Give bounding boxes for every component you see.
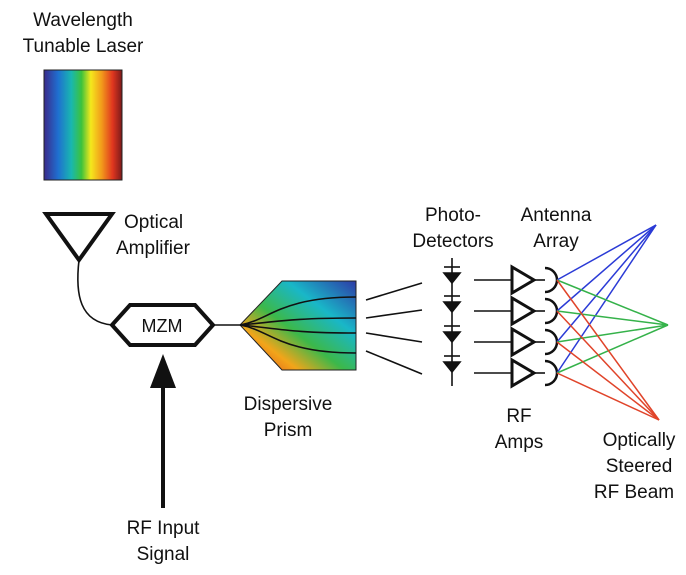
amplifier-label-line2: Amplifier: [116, 238, 191, 259]
laser-label-line2: Tunable Laser: [23, 36, 144, 57]
prism-label-line2: Prism: [264, 420, 313, 441]
antenna-label-line2: Array: [533, 231, 579, 252]
photodetectors-label-line1: Photo-: [425, 205, 481, 226]
photodetector-array: [442, 258, 462, 386]
optical-amplifier-triangle: [42, 212, 116, 264]
dispersive-prism: [239, 280, 357, 371]
blue-beam-lines: [556, 224, 657, 374]
rf-amps-label-line1: RF: [506, 406, 531, 427]
beam-label-line2: Steered: [606, 456, 673, 477]
rf-input-arrowhead: [150, 354, 176, 388]
amplifier-label-line1: Optical: [124, 212, 183, 233]
laser-label-line1: Wavelength: [33, 10, 133, 31]
rf-amps-label-line2: Amps: [495, 432, 544, 453]
input-label-line2: Signal: [137, 544, 190, 565]
optical-paths: [365, 282, 423, 375]
antenna-array: [544, 266, 559, 387]
photodetectors-label-line2: Detectors: [412, 231, 493, 252]
beam-label-line1: Optically: [603, 430, 676, 451]
wavelength-tunable-laser: [43, 69, 123, 181]
prism-fiber-fanout: [239, 296, 357, 354]
prism-label-line1: Dispersive: [244, 394, 333, 415]
fiber-amplifier-to-mzm: [77, 259, 113, 326]
beam-label-line3: RF Beam: [594, 482, 674, 503]
rf-amplifiers: [510, 264, 537, 389]
antenna-label-line1: Antenna: [521, 205, 592, 226]
input-label-line1: RF Input: [127, 518, 201, 539]
red-beam-lines: [556, 279, 660, 421]
mzm-label: MZM: [142, 316, 183, 336]
electrical-lines: [474, 279, 512, 374]
amp-to-antenna-lines: [534, 279, 545, 374]
green-beam-lines: [556, 279, 669, 374]
